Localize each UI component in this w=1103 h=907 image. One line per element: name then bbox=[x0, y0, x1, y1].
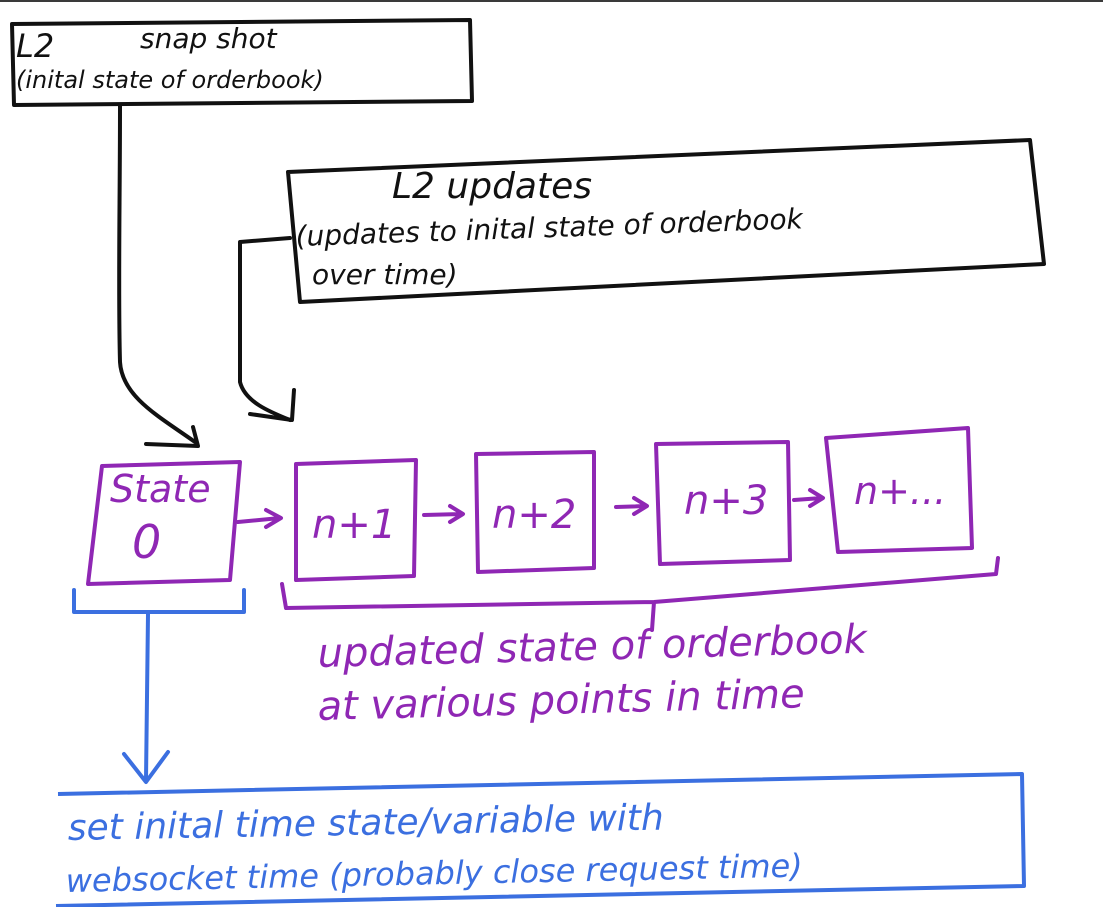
updated-note-line1: updated state of orderbook bbox=[317, 617, 869, 677]
updates-to-n1-arrow bbox=[238, 236, 296, 422]
updated-states-bracket bbox=[280, 556, 1000, 632]
snapshot-box-border bbox=[10, 18, 474, 107]
init-time-box: set inital time state/variable with webs… bbox=[55, 772, 1026, 907]
snapshot-title-snapshot: snap shot bbox=[140, 22, 278, 55]
updates-arrow-line bbox=[238, 236, 292, 422]
updates-subtitle-1: (updates to inital state of orderbook bbox=[295, 202, 805, 253]
init-arrowhead bbox=[122, 750, 170, 784]
state-box-n1-label: n+1 bbox=[312, 502, 396, 548]
arrow-n3-to-n4 bbox=[792, 488, 825, 508]
state-box-0: State 0 bbox=[86, 460, 242, 586]
state-box-n4-border bbox=[824, 426, 974, 554]
init-time-box-border bbox=[55, 772, 1026, 907]
state-box-n4-label: n+... bbox=[854, 469, 946, 513]
snapshot-arrow-line bbox=[117, 103, 197, 444]
updated-note-line2: at various points in time bbox=[317, 671, 805, 730]
snapshot-to-state0-arrow bbox=[117, 103, 200, 448]
state-box-n1-border bbox=[294, 458, 418, 582]
init-time-line1: set inital time state/variable with bbox=[67, 798, 664, 849]
state-box-n1: n+1 bbox=[294, 458, 418, 582]
state0-bracket bbox=[72, 588, 246, 614]
init-arrow-line bbox=[144, 612, 150, 782]
snapshot-arrowhead bbox=[144, 425, 200, 448]
state0-to-init-arrow bbox=[122, 612, 170, 784]
state-box-n2-label: n+2 bbox=[492, 492, 576, 538]
updates-title: L2 updates bbox=[392, 166, 592, 207]
state-box-n4: n+... bbox=[824, 426, 974, 554]
updated-states-note: updated state of orderbook at various po… bbox=[317, 617, 869, 730]
state-box-0-border bbox=[86, 460, 242, 586]
updates-box-border bbox=[286, 138, 1046, 304]
state-box-n3-border bbox=[654, 440, 792, 566]
updates-subtitle-2: over time) bbox=[312, 258, 458, 291]
arrow-n2-to-n3 bbox=[614, 496, 649, 516]
snapshot-box: L2 snap shot (inital state of orderbook) bbox=[10, 18, 474, 107]
snapshot-subtitle: (inital state of orderbook) bbox=[16, 66, 324, 94]
state-box-0-label: State bbox=[110, 467, 211, 511]
state-box-n2: n+2 bbox=[474, 450, 596, 574]
snapshot-title-l2: L2 bbox=[16, 27, 54, 65]
updates-box: L2 updates (updates to inital state of o… bbox=[286, 138, 1046, 304]
state-box-0-number: 0 bbox=[132, 515, 161, 569]
state-box-n3-label: n+3 bbox=[684, 478, 768, 524]
updates-arrowhead bbox=[248, 388, 296, 422]
arrow-state0-to-n1 bbox=[236, 508, 283, 529]
state-box-n2-border bbox=[474, 450, 596, 574]
state-box-n3: n+3 bbox=[654, 440, 792, 566]
arrow-n1-to-n2 bbox=[422, 504, 465, 524]
